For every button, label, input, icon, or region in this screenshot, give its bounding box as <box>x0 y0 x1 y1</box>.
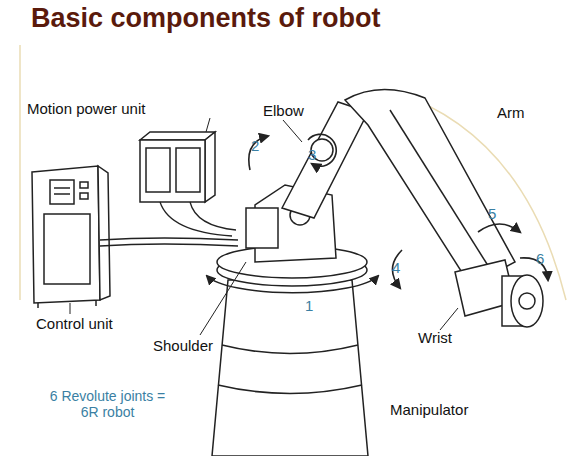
callout-number: 2 <box>251 137 259 154</box>
callout-number: 6 <box>536 250 544 267</box>
frame-line <box>20 45 566 300</box>
leader-line <box>200 262 246 335</box>
cable <box>160 202 232 236</box>
leader-line <box>206 118 210 132</box>
pedestal <box>212 280 368 456</box>
power-unit-box <box>176 148 200 192</box>
upper-arm <box>282 102 368 218</box>
page-title: Basic components of robot <box>31 3 381 34</box>
part-label: Control unit <box>36 315 113 332</box>
forearm <box>390 110 492 272</box>
leader-line <box>70 303 71 314</box>
control-cabinet <box>80 182 88 188</box>
part-label: Arm <box>497 104 525 121</box>
control-cabinet <box>44 214 90 284</box>
control-cabinet <box>54 193 70 195</box>
pedestal <box>212 280 368 456</box>
power-unit-box <box>146 148 170 192</box>
callout-number: 3 <box>308 146 316 163</box>
part-label: Motion power unit <box>27 100 145 117</box>
wrist-assembly <box>511 275 543 327</box>
note-text: 6 Revolute joints = 6R robot <box>40 388 175 420</box>
forearm <box>345 89 515 285</box>
forearm <box>345 89 515 285</box>
wrist-assembly <box>519 293 535 309</box>
frame-line <box>19 45 21 300</box>
control-cabinet <box>32 166 100 303</box>
control-cabinet <box>50 180 74 204</box>
part-label: Elbow <box>263 102 304 119</box>
part-label: Wrist <box>418 329 452 346</box>
control-cabinet <box>32 166 110 308</box>
cable <box>100 238 238 240</box>
upper-arm <box>282 102 368 218</box>
power-unit-box <box>140 132 215 140</box>
control-cabinet <box>95 300 97 306</box>
rotation-arrow <box>249 134 548 288</box>
rotation-arrow <box>249 136 268 170</box>
power-unit-box <box>140 132 215 202</box>
control-cabinet <box>54 187 70 189</box>
power-unit-box <box>205 132 215 202</box>
control-cabinet <box>98 166 110 300</box>
turntable <box>207 276 378 293</box>
pedestal <box>218 385 362 394</box>
leader-line <box>440 308 458 330</box>
cable <box>100 202 238 246</box>
cable <box>190 202 236 230</box>
callout-number: 4 <box>392 259 400 276</box>
rotation-arrow <box>478 224 520 232</box>
wrist-assembly <box>455 260 543 327</box>
callout-number: 1 <box>305 297 313 314</box>
shoulder-housing <box>246 208 278 248</box>
control-cabinet <box>80 193 88 199</box>
rotation-arrow <box>392 250 402 288</box>
power-unit-box <box>140 140 205 202</box>
callout-number: 5 <box>488 205 496 222</box>
leader-line <box>283 120 302 142</box>
cable <box>100 244 238 246</box>
leader-line <box>70 118 458 335</box>
rotation-arrow <box>308 134 336 166</box>
control-cabinet <box>37 303 39 308</box>
part-label: Shoulder <box>153 337 213 354</box>
pedestal <box>222 345 358 354</box>
part-label: Manipulator <box>390 401 468 418</box>
